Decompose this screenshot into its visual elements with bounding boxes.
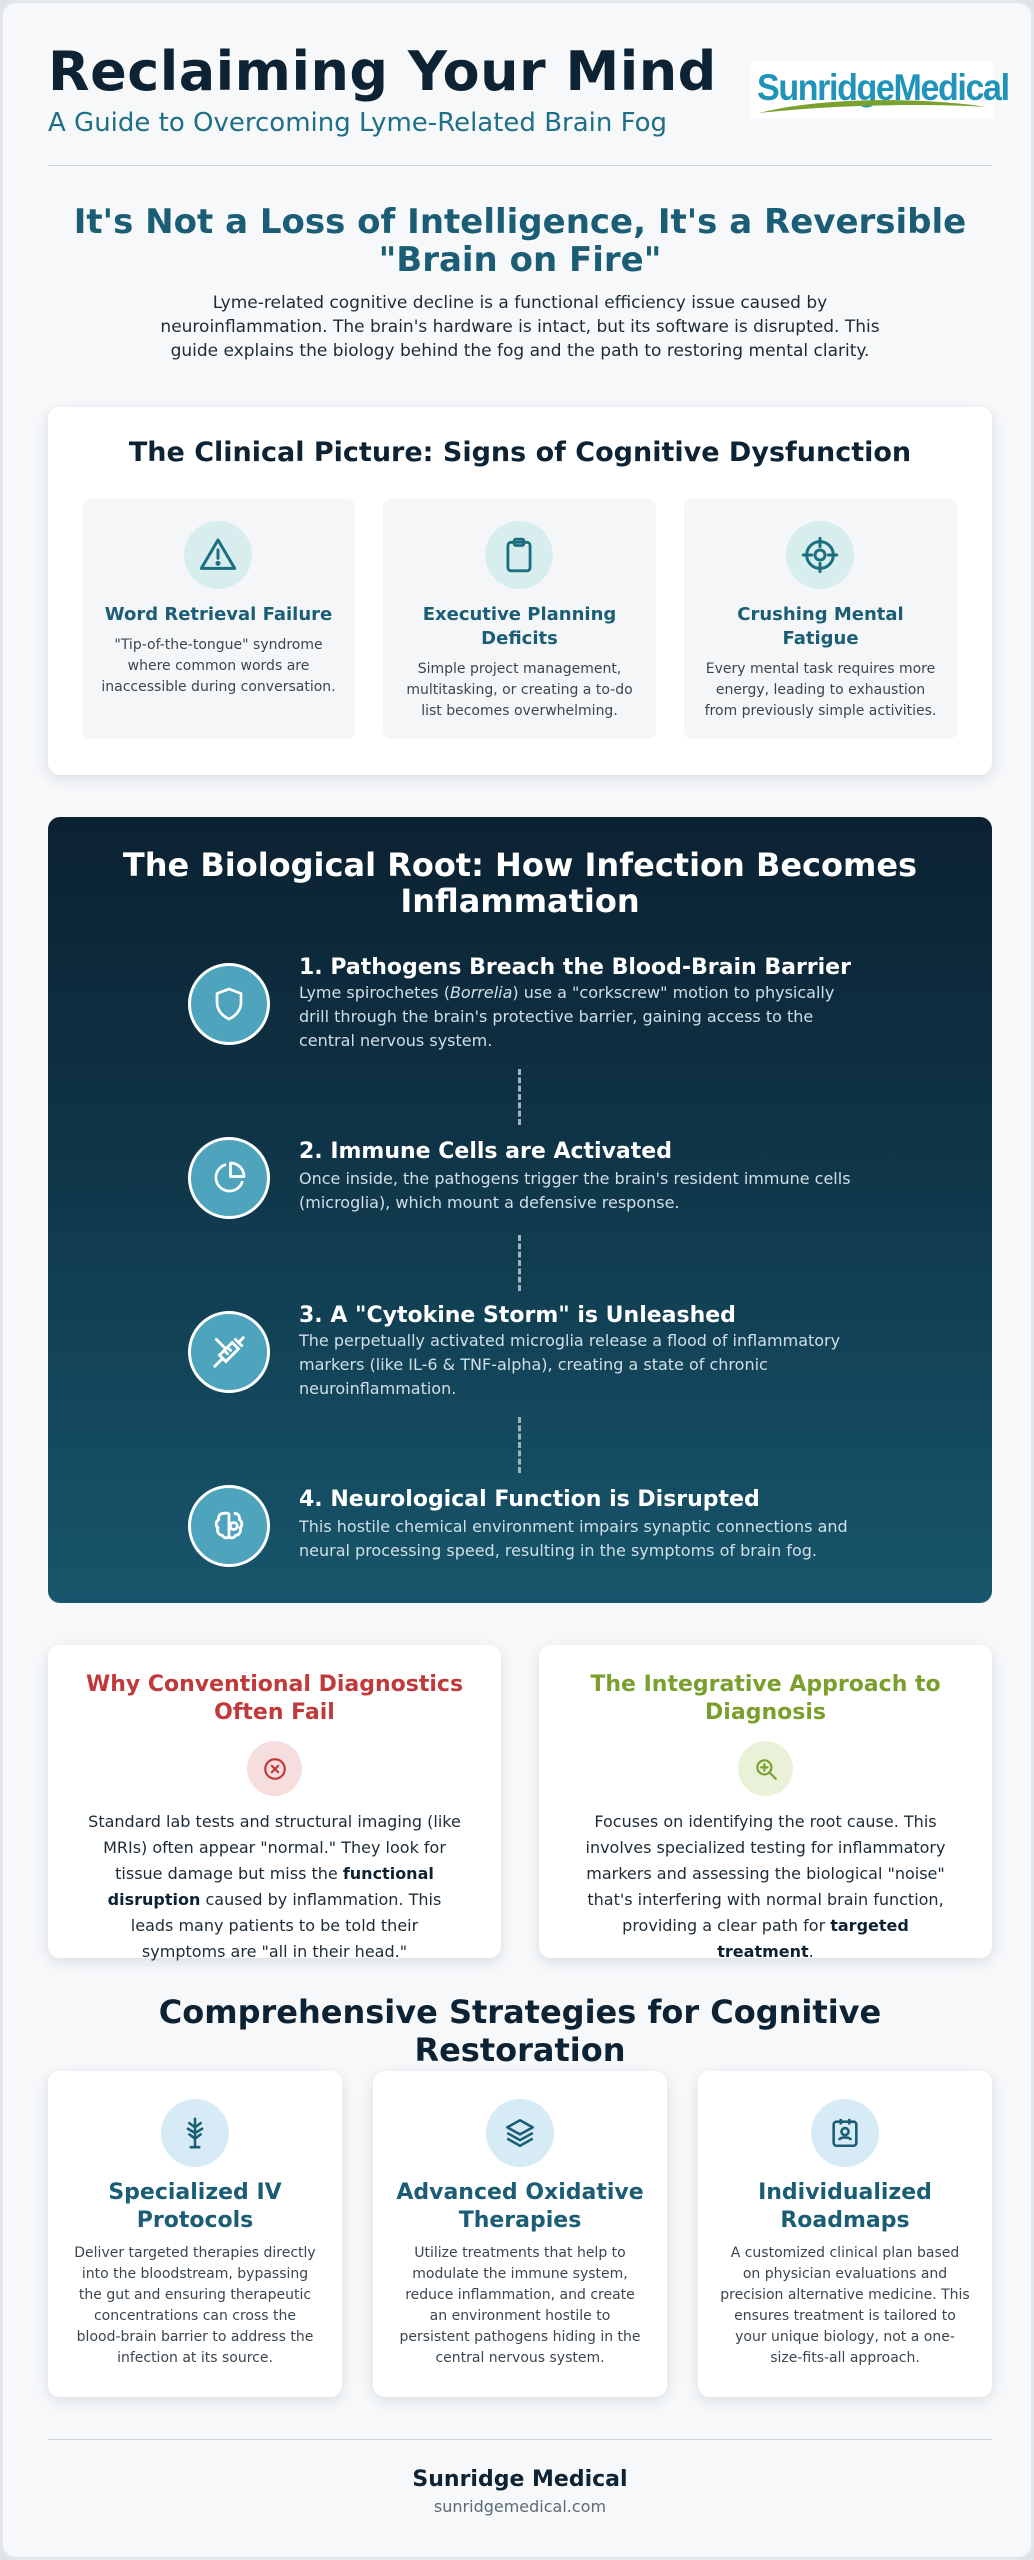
footer-divider xyxy=(48,2439,992,2440)
step-title: 1. Pathogens Breach the Blood-Brain Barr… xyxy=(299,955,851,980)
pie-chart-icon xyxy=(188,1137,270,1219)
step-text: Once inside, the pathogens trigger the b… xyxy=(299,1169,851,1212)
step-title: 4. Neurological Function is Disrupted xyxy=(299,1487,760,1512)
step-connector xyxy=(518,1069,521,1125)
step-text: Lyme spirochetes (Borrelia) use a "corks… xyxy=(299,981,859,1053)
sign-text: Every mental task requires more energy, … xyxy=(704,661,937,719)
iv-drip-icon xyxy=(161,2099,229,2167)
footer-company-name: Sunridge Medical xyxy=(412,2467,628,2492)
strategy-text: Deliver targeted therapies directly into… xyxy=(74,2245,316,2366)
sign-card-executive-planning: Executive Planning Deficits Simple proje… xyxy=(383,499,656,739)
strategy-title: Individualized Roadmaps xyxy=(758,2180,932,2233)
step-text-part: ) use a "corkscrew" motion to physically… xyxy=(299,983,835,1050)
biology-title: The Biological Root: How Infection Becom… xyxy=(122,846,918,920)
biological-root-panel: The Biological Root: How Infection Becom… xyxy=(48,817,992,1603)
sign-text: "Tip-of-the-tongue" syndrome where commo… xyxy=(101,637,336,695)
step-text-part: Lyme spirochetes ( xyxy=(299,983,450,1002)
syringe-icon xyxy=(188,1311,270,1393)
sign-card-mental-fatigue: Crushing Mental Fatigue Every mental tas… xyxy=(684,499,957,739)
sign-card-word-retrieval: Word Retrieval Failure "Tip-of-the-tongu… xyxy=(82,499,355,739)
page-subtitle: A Guide to Overcoming Lyme-Related Brain… xyxy=(48,108,668,138)
step-connector xyxy=(518,1417,521,1473)
integrative-approach-card: The Integrative Approach to Diagnosis Fo… xyxy=(539,1645,992,1961)
brain-icon xyxy=(188,1485,270,1567)
step-text: The perpetually activated microglia rele… xyxy=(299,1331,841,1398)
strategy-text: Utilize treatments that help to modulate… xyxy=(399,2245,641,2366)
header-divider xyxy=(48,165,992,166)
zoom-in-icon xyxy=(738,1741,793,1796)
strategy-title: Specialized IV Protocols xyxy=(108,2180,282,2233)
warning-triangle-icon xyxy=(184,521,252,589)
sign-text: Simple project management, multitasking,… xyxy=(406,661,633,719)
x-circle-icon xyxy=(247,1741,302,1796)
logo-swoosh-icon xyxy=(759,100,987,113)
strategy-card-iv-protocols: Specialized IV Protocols Deliver targete… xyxy=(48,2071,342,2397)
step-text: This hostile chemical environment impair… xyxy=(299,1517,848,1560)
shield-icon xyxy=(188,963,270,1045)
header: Reclaiming Your Mind A Guide to Overcomi… xyxy=(48,39,1010,149)
strategy-text: A customized clinical plan based on phys… xyxy=(720,2245,970,2366)
step-title: 2. Immune Cells are Activated xyxy=(299,1139,672,1164)
step-text-emphasis: Borrelia xyxy=(449,983,513,1002)
diag-text-part: . xyxy=(808,1942,814,1961)
footer-website-link[interactable]: sunridgemedical.com xyxy=(433,2497,607,2516)
diag-text-strong: targeted treatment xyxy=(717,1916,909,1961)
sign-title: Crushing Mental Fatigue xyxy=(737,604,904,649)
step-connector xyxy=(518,1235,521,1291)
clipboard-icon xyxy=(485,521,553,589)
page-title: Reclaiming Your Mind xyxy=(48,40,717,103)
crosshair-icon xyxy=(786,521,854,589)
sign-title: Word Retrieval Failure xyxy=(104,604,333,625)
diag-text-part: Focuses on identifying the root cause. T… xyxy=(585,1812,946,1935)
sunridge-medical-logo: SunridgeMedical xyxy=(751,61,1010,119)
conventional-text: Standard lab tests and structural imagin… xyxy=(88,1809,461,1965)
clinical-title: The Clinical Picture: Signs of Cognitive… xyxy=(128,437,912,468)
clinical-picture-card: The Clinical Picture: Signs of Cognitive… xyxy=(48,407,992,775)
diag-text-strong: functional disruption xyxy=(107,1864,434,1909)
id-badge-icon xyxy=(811,2099,879,2167)
sign-title: Executive Planning Deficits xyxy=(422,604,617,649)
strategy-title: Advanced Oxidative Therapies xyxy=(396,2180,644,2233)
layers-icon xyxy=(486,2099,554,2167)
intro-heading: It's Not a Loss of Intelligence, It's a … xyxy=(73,202,967,280)
strategy-card-oxidative-therapies: Advanced Oxidative Therapies Utilize tre… xyxy=(373,2071,667,2397)
step-title: 3. A "Cytokine Storm" is Unleashed xyxy=(299,1303,736,1328)
strategy-card-individualized-roadmaps: Individualized Roadmaps A customized cli… xyxy=(698,2071,992,2397)
integrative-title: The Integrative Approach to Diagnosis xyxy=(590,1672,941,1725)
intro-text: Lyme-related cognitive decline is a func… xyxy=(160,293,880,361)
diag-text-part: caused by inflammation. This leads many … xyxy=(130,1890,442,1961)
conventional-title: Why Conventional Diagnostics Often Fail xyxy=(85,1672,464,1725)
diag-text-part: Standard lab tests and structural imagin… xyxy=(88,1812,461,1883)
conventional-diagnostics-card: Why Conventional Diagnostics Often Fail … xyxy=(48,1645,501,1961)
integrative-text: Focuses on identifying the root cause. T… xyxy=(579,1809,952,1965)
strategies-heading: Comprehensive Strategies for Cognitive R… xyxy=(158,1993,882,2069)
